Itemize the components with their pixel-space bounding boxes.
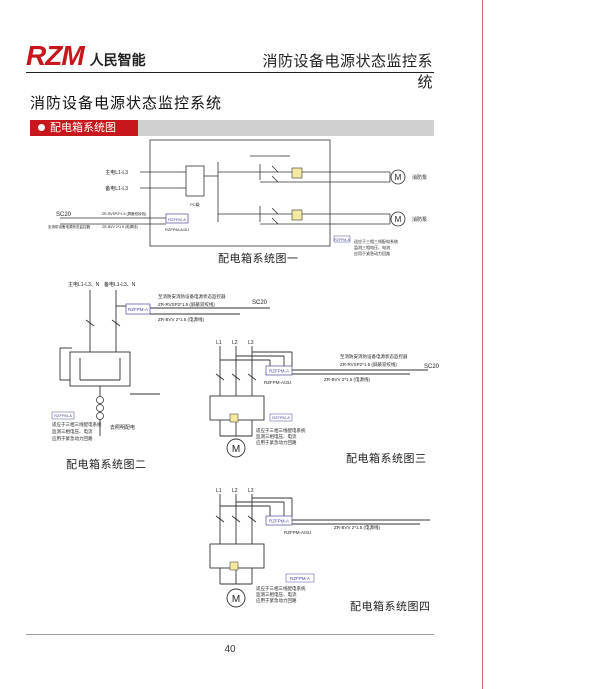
page-number: 40 <box>224 644 236 655</box>
sensor-block <box>291 167 303 179</box>
cable-label: ZR-BVV 2*1.5 (电源线) <box>158 316 205 323</box>
cable-label: ZR-RVSP2*1.5 (屏蔽双绞线) <box>102 211 146 216</box>
bullet-icon <box>38 124 45 131</box>
cabinet-frame <box>149 139 331 247</box>
cable-label: ZR-RVSP2*1.5 (屏蔽双绞线) <box>340 361 397 368</box>
note-tag: RZFPM-A <box>54 413 72 418</box>
note-line: 适应于三相三线配电系统 <box>354 238 398 244</box>
note-tag: RZFPM-A <box>334 238 350 242</box>
motor-icon <box>390 211 406 227</box>
module-model: RZFPM-A/3U <box>264 380 291 385</box>
ats-switch <box>69 351 131 387</box>
section-tab: 配电箱系统图 <box>30 120 138 136</box>
note-tag: RZFPM-A <box>272 415 290 420</box>
monitor-link-label: 至消防设备电源状态监控器 <box>48 224 90 229</box>
monitor-module <box>265 515 293 526</box>
phase-label: L3 <box>248 488 254 494</box>
note-line: 应用于紧急动力回路 <box>354 250 390 256</box>
backup-supply-label: 备电L1-L3、N <box>104 281 136 288</box>
header-rule <box>26 72 434 73</box>
motor-icon <box>226 588 246 608</box>
diagram-one: M M RZFPM-A RZFPM-A/3U 主电L1-L3 备电L1-L3 P… <box>48 139 427 256</box>
diagram-one-caption: 配电箱系统图一 <box>218 253 299 265</box>
module-model: RZFPM-A/3U <box>284 530 311 535</box>
phase-label: L1 <box>216 488 222 494</box>
page-heading: 消防设备电源状态监控系统 <box>30 95 223 112</box>
section-label: 配电箱系统图 <box>50 122 116 134</box>
backup-supply-label: 备电L1-L3 <box>105 185 128 192</box>
diagram-two-caption: 配电箱系统图二 <box>66 459 147 471</box>
main-supply-label: 主电L1-L3、N <box>68 281 100 288</box>
load-label: 消防泵 <box>412 216 427 223</box>
brand-logo: RZM 人民智能 <box>26 40 146 72</box>
note-line: 应用于紧急动力回路 <box>52 435 93 442</box>
sc20-label: SC20 <box>56 212 72 218</box>
monitor-link-label: 至消防安消防设备电源状态监控器 <box>340 353 408 360</box>
diagram-four-caption: 配电箱系统图四 <box>350 601 431 613</box>
footer-rule <box>26 634 434 635</box>
note-line: 监测三相电压、电流 <box>52 428 93 435</box>
phase-label: L3 <box>248 340 254 346</box>
pc-label: PC级 <box>190 201 200 207</box>
monitor-module <box>125 303 151 315</box>
module-tag: RZFPM-A <box>269 519 289 524</box>
motor-symbol: M <box>232 594 240 605</box>
load-label: 消防泵 <box>412 174 427 181</box>
motor-symbol: M <box>395 215 402 224</box>
sc20-label: SC20 <box>424 364 440 370</box>
module-tag: RZFPM-A <box>128 307 148 312</box>
cable-label: ZR-RVSP2*1.5 (屏蔽双绞线) <box>158 301 215 308</box>
motor-icon <box>226 438 246 458</box>
module-tag: RZFPM-A <box>269 369 289 374</box>
diagram-three: RZFPM-A RZFPM-A/3U M L1 L2 L3 至消防安消防设备电源… <box>209 340 440 458</box>
note-line: 适应于三相三线配电系统 <box>256 427 306 434</box>
sensor-block <box>229 561 239 571</box>
phase-label: L2 <box>232 488 238 494</box>
sc20-label: SC20 <box>252 300 268 306</box>
cable-label: ZR-BVV 2*1.5 (电源线) <box>324 376 371 383</box>
monitor-module <box>165 213 189 224</box>
note-line: 监测三相电压、电流 <box>256 591 297 598</box>
note-tag: RZFPM-A <box>290 576 310 581</box>
monitor-link-label: 至消防安消防设备电源状态监控器 <box>158 293 226 300</box>
monitor-module <box>265 365 293 376</box>
ats-switch <box>185 165 205 197</box>
phase-label: L2 <box>232 340 238 346</box>
brand-name: 人民智能 <box>89 52 146 68</box>
note-line: 适应于三相三线配电系统 <box>52 421 102 428</box>
note-line: 监测三相电压、电流 <box>354 244 390 250</box>
motor-icon <box>390 169 406 185</box>
note-line: 应用于紧急动力回路 <box>256 439 297 446</box>
diagram-two: RZFPM-A 主电L1-L3、N 备电L1-L3、N 至消防安消防设备电源状态… <box>51 281 270 442</box>
diagram-four: RZFPM-A RZFPM-A/3U M L1 L2 L3 ZR-BVV 2*1… <box>209 488 430 608</box>
note-line: 监测三相电压、电流 <box>256 433 297 440</box>
note-line: 应用于紧急动力回路 <box>256 597 297 604</box>
header-title: 消防设备电源状态监控系统 <box>262 53 433 91</box>
sensor-block <box>229 413 239 423</box>
brand-mark: RZM <box>26 40 85 71</box>
motor-symbol: M <box>395 173 402 182</box>
sensor-block <box>291 209 303 221</box>
diagram-three-caption: 配电箱系统图三 <box>346 453 427 465</box>
module-model: RZFPM-A/3U <box>165 227 189 232</box>
main-supply-label: 主电L1-L3 <box>105 169 128 176</box>
note-line: 适应于三相三线配电系统 <box>256 585 306 592</box>
cable-label: ZR-BVV 2*1.5 (电源线) <box>334 524 381 531</box>
load-label: 去照明配电 <box>110 424 135 431</box>
motor-symbol: M <box>232 444 240 455</box>
phase-label: L1 <box>216 340 222 346</box>
cable-label: ZR-BVV 2*1.5 (电源线) <box>102 224 138 229</box>
module-tag: RZFPM-A <box>168 217 186 222</box>
page-edge-rule <box>482 0 483 689</box>
